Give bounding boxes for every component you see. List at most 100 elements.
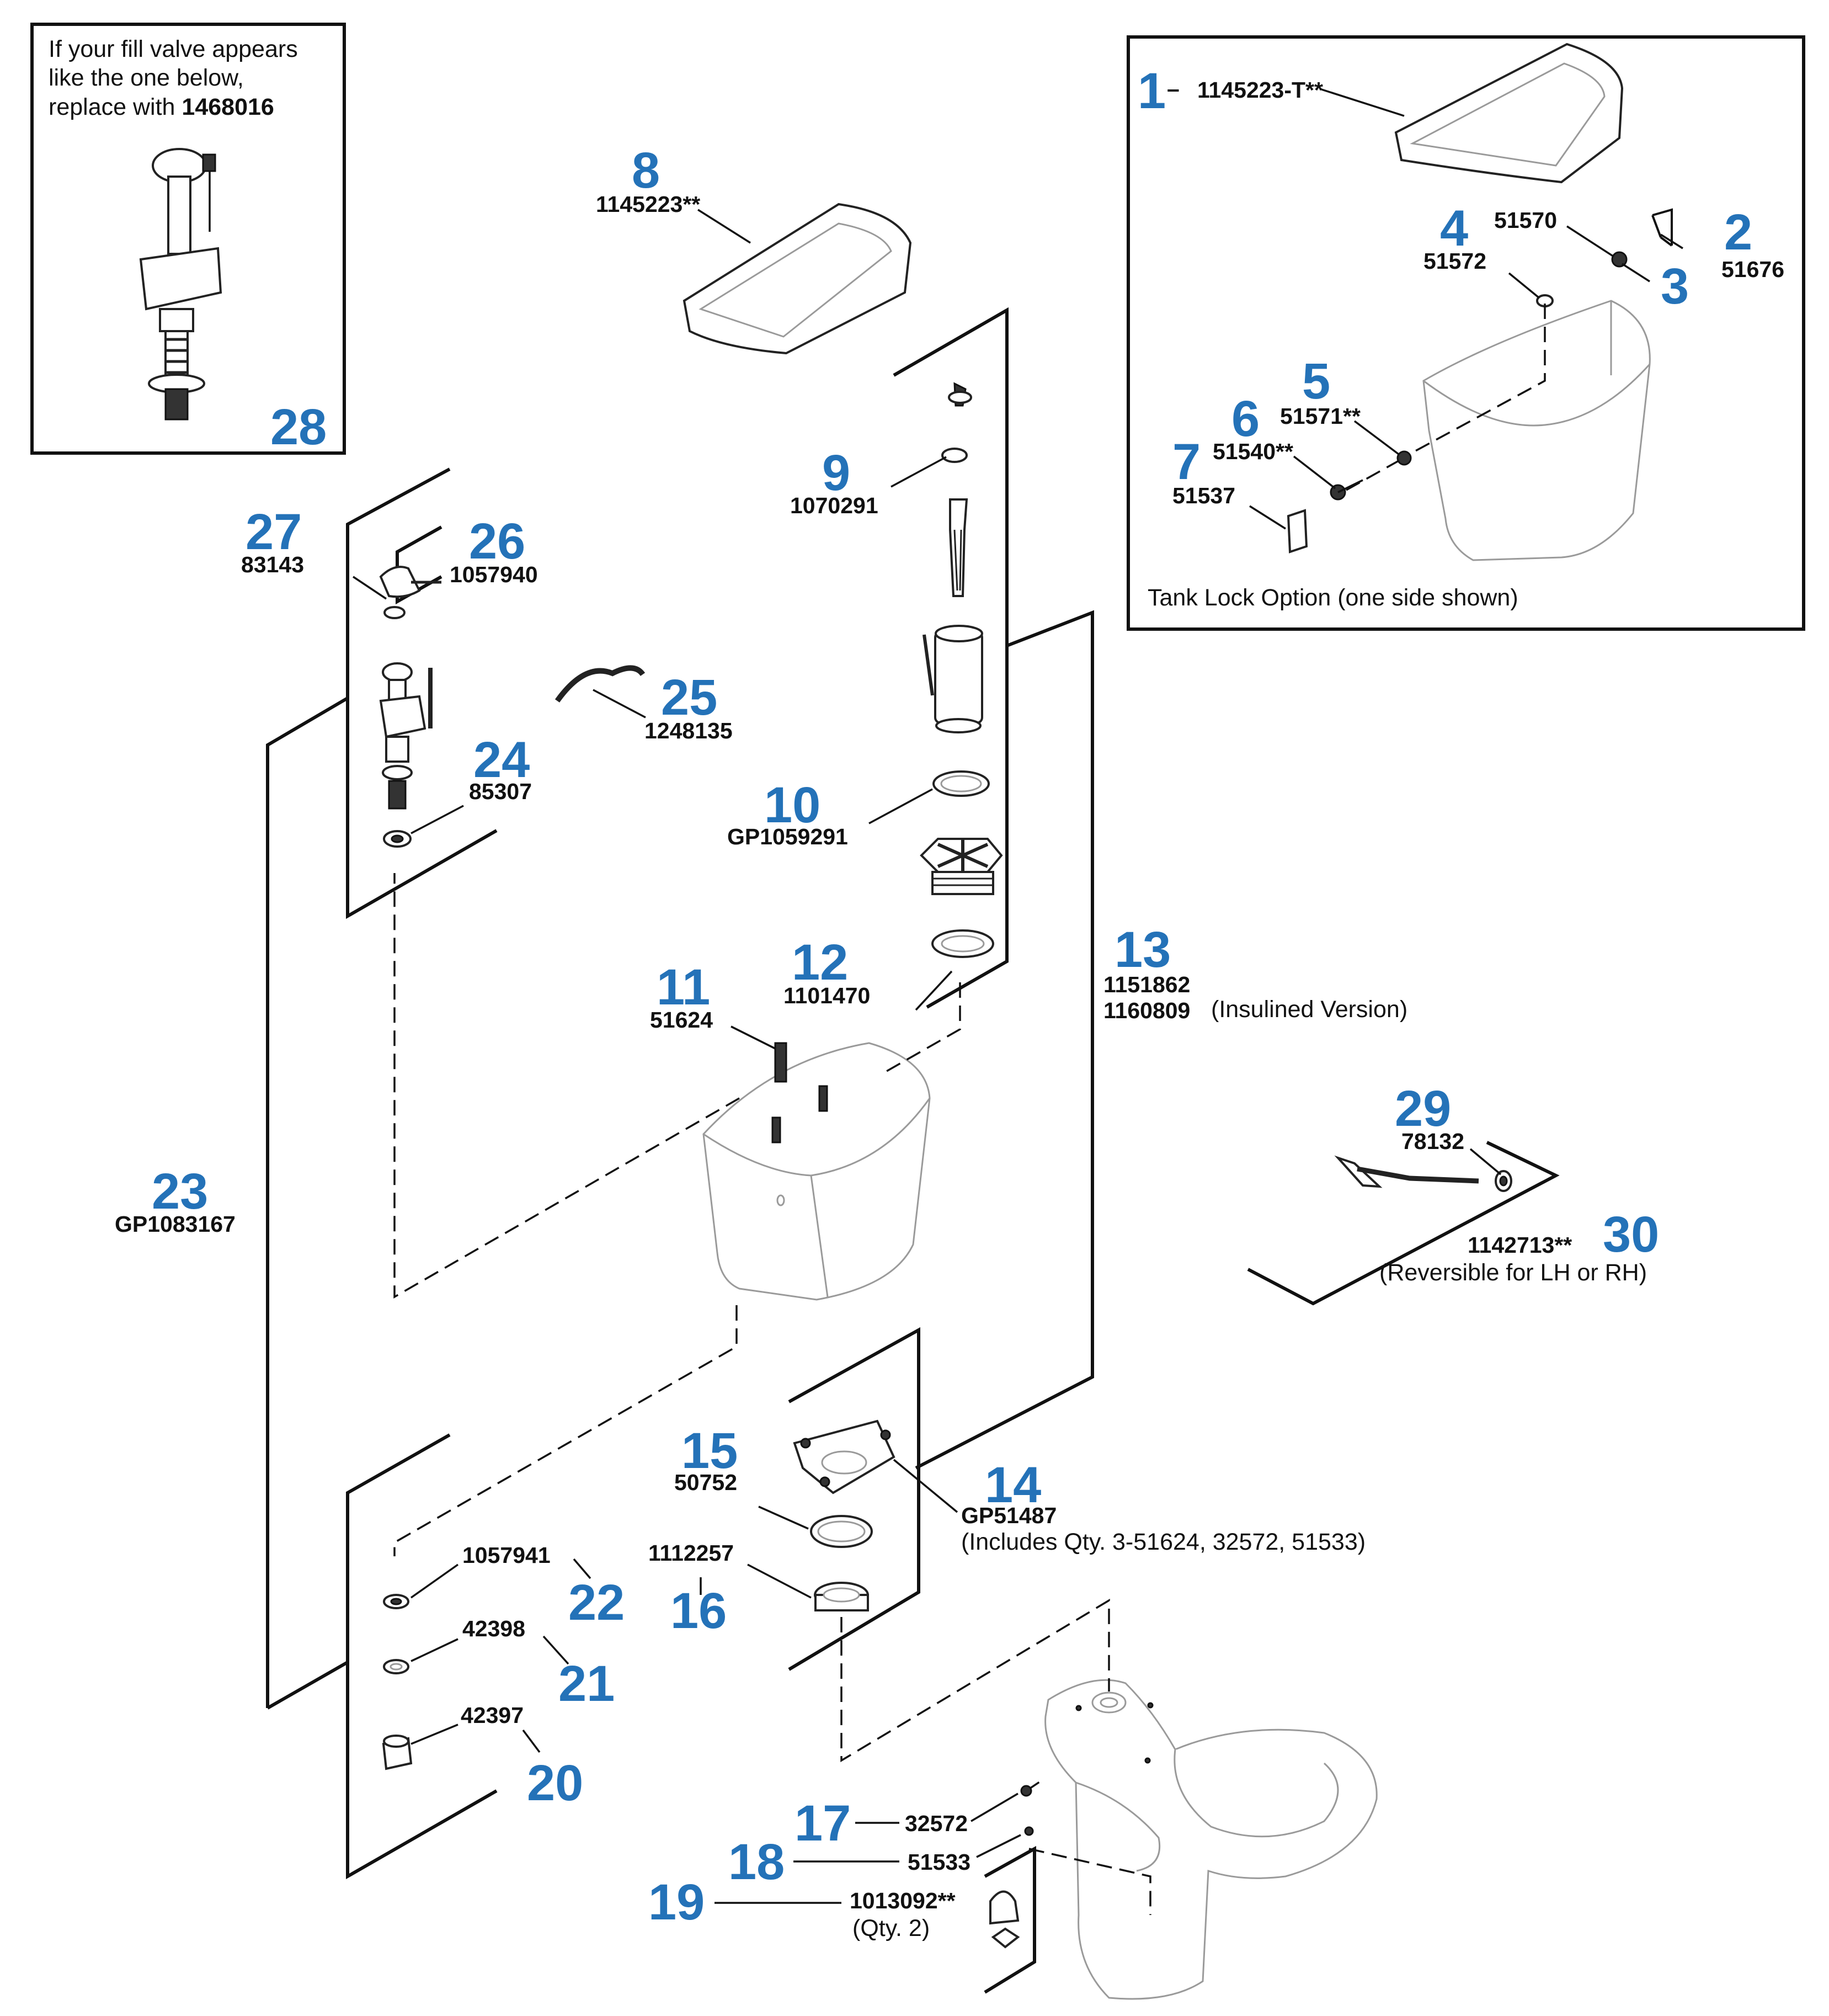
callout-2-part: 51676: [1721, 257, 1784, 282]
callout-18-number: 18: [728, 1834, 785, 1890]
bolt-cap-panel-19: [984, 1845, 1036, 1994]
callout-27-number: 27: [246, 504, 302, 560]
callout-19-number: 19: [648, 1874, 705, 1930]
flush-valve-gasket-kit: [793, 1419, 895, 1611]
tank-lock-bolt-51571: [1396, 450, 1412, 466]
callout-15-part: 50752: [674, 1470, 737, 1495]
bolt-cap-1013092: [989, 1890, 1020, 1925]
tank-lock-box-frame: [1127, 35, 1805, 631]
callout-16-number: 16: [670, 1583, 727, 1639]
callout-6-part: 51540**: [1213, 439, 1293, 464]
callout-17-part: 32572: [905, 1811, 968, 1836]
callout-14-note: (Includes Qty. 3-51624, 32572, 51533): [961, 1529, 1366, 1555]
tank-lock-bracket-51537: [1287, 509, 1308, 554]
callout-2-number: 2: [1724, 204, 1752, 260]
old-fill-valve-drawing: [139, 148, 222, 421]
callout-21-number: 21: [558, 1656, 615, 1712]
callout-14-number: 14: [985, 1457, 1041, 1513]
callout-15-number: 15: [681, 1423, 738, 1479]
callout-1-part: 1145223-T**: [1197, 77, 1323, 103]
callout-18-part: 51533: [908, 1849, 971, 1875]
fill-valve-note-prefix: replace with: [49, 94, 175, 120]
callout-21-part: 42398: [462, 1616, 525, 1641]
callout-23-part: GP1083167: [115, 1211, 236, 1237]
fill-valve-components: [379, 566, 646, 848]
callout-13-part: 1151862: [1103, 972, 1190, 997]
callout-17-number: 17: [794, 1795, 851, 1852]
trip-lever-drawing: [1334, 1155, 1512, 1192]
callout-19-part: 1013092**: [850, 1888, 956, 1913]
callout-27-part: 83143: [241, 552, 304, 577]
refill-tube-1248135: [554, 665, 646, 703]
fill-valve-note-line3: replace with 1468016: [49, 94, 274, 120]
callout-24-number: 24: [473, 732, 530, 788]
callout-22-number: 22: [568, 1574, 625, 1631]
flush-valve-components: [920, 382, 1003, 958]
callout-29-number: 29: [1395, 1081, 1451, 1137]
callout-29-part: 78132: [1401, 1129, 1464, 1154]
callout-22-part: 1057941: [462, 1542, 551, 1568]
supply-gaskets: [382, 1594, 413, 1770]
callout-4-part: 51572: [1423, 248, 1486, 274]
callout-1-dash: –: [1167, 76, 1180, 102]
callout-13-note: (Insulined Version): [1211, 996, 1407, 1023]
callout-28-number: 28: [270, 399, 327, 455]
callout-30-part: 1142713**: [1468, 1232, 1572, 1258]
fill-valve-subpanel: [346, 467, 498, 919]
callout-12-part: 1101470: [783, 983, 870, 1008]
callout-6-number: 6: [1231, 391, 1260, 447]
tank-lock-option-box: 1 – 1145223-T** 2 51676 51570 3 4 51572 …: [1127, 35, 1805, 631]
callout-26-number: 26: [469, 513, 525, 570]
callout-16-part: 1112257: [648, 1540, 734, 1566]
flush-valve-panel: [893, 307, 1009, 1009]
callout-25-part: 1248135: [644, 718, 733, 743]
callout-8-number: 8: [632, 142, 660, 199]
callout-10-number: 10: [764, 777, 820, 833]
fill-valve-note-line2: like the one below,: [49, 65, 244, 91]
bowl-nut-51533: [1024, 1826, 1034, 1836]
bowl-washer-32572: [1020, 1785, 1032, 1797]
callout-14-part: GP51487: [961, 1503, 1057, 1528]
callout-13-number: 13: [1115, 922, 1171, 978]
toilet-tank-drawing: [702, 1042, 931, 1301]
tank-panel-13: [915, 610, 1094, 1470]
gasket-subpanel-20-22: [346, 1433, 498, 1880]
callout-12-number: 12: [792, 934, 848, 991]
callout-5-number: 5: [1302, 353, 1330, 409]
fill-valve-note-part: 1468016: [182, 94, 274, 120]
callout-11-part: 51624: [650, 1007, 713, 1033]
tank-lock-nut-51570: [1611, 251, 1628, 268]
callout-26-part: 1057940: [450, 562, 538, 587]
fill-valve-box-frame: [30, 23, 346, 455]
callout-30-note: (Reversible for LH or RH): [1379, 1259, 1647, 1286]
callout-30-number: 30: [1603, 1206, 1659, 1263]
callout-7-number: 7: [1172, 434, 1201, 490]
callout-9-part: 1070291: [790, 493, 878, 518]
callout-9-number: 9: [822, 445, 850, 501]
callout-20-part: 42397: [461, 1703, 524, 1728]
callout-4-number: 4: [1440, 200, 1468, 257]
callout-13-part2: 1160809: [1103, 998, 1190, 1023]
callout-11-number: 11: [657, 959, 710, 1015]
fill-valve-note-line1: If your fill valve appears: [49, 36, 298, 62]
flush-valve-gasket-panel-14: [788, 1327, 920, 1671]
callout-19-note: (Qty. 2): [852, 1915, 930, 1941]
callout-3-part: 51570: [1494, 208, 1557, 233]
fill-valve-note-box: If your fill valve appears like the one …: [30, 23, 346, 455]
callout-7-part: 51537: [1172, 483, 1235, 508]
callout-24-part: 85307: [469, 779, 532, 804]
fill-valve-panel-23-left: [266, 696, 349, 1708]
callout-23-number: 23: [152, 1163, 208, 1220]
callout-1-number: 1: [1138, 63, 1166, 119]
tank-lid-drawing: [682, 203, 912, 355]
tank-lock-tank-drawing: [1422, 300, 1651, 561]
callout-3-number: 3: [1661, 258, 1689, 315]
callout-25-number: 25: [661, 669, 717, 726]
callout-20-number: 20: [527, 1755, 583, 1811]
trip-lever-panel: [1247, 1141, 1560, 1306]
callout-10-part: GP1059291: [727, 824, 848, 849]
callout-8-part: 1145223**: [596, 192, 700, 217]
tank-lock-clip-51676: [1651, 208, 1673, 247]
